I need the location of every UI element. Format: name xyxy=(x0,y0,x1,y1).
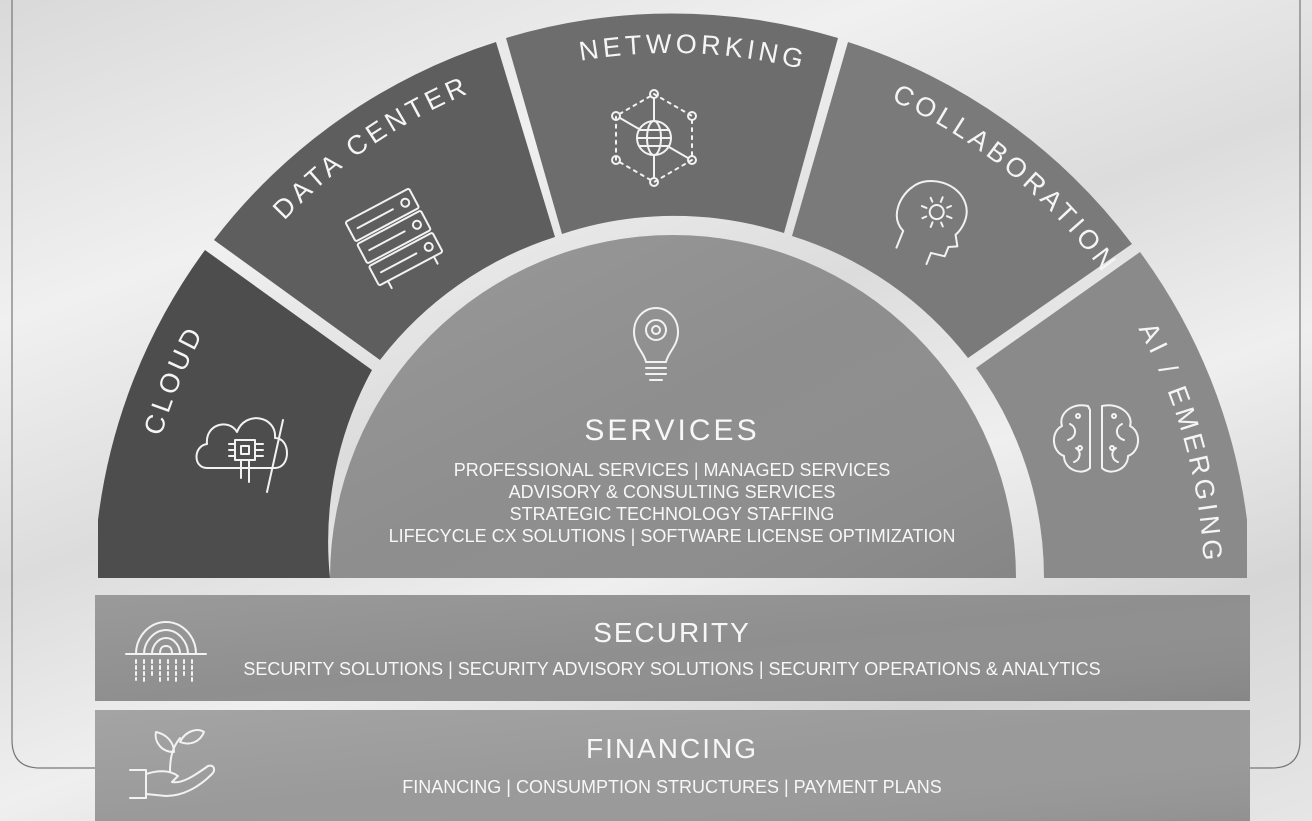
services-line-4: LIFECYCLE CX SOLUTIONS | SOFTWARE LICENS… xyxy=(389,526,956,546)
security-subtitle: SECURITY SOLUTIONS | SECURITY ADVISORY S… xyxy=(243,659,1100,679)
services-title: SERVICES xyxy=(584,414,759,447)
segment-collaboration[interactable] xyxy=(792,42,1132,358)
security-sheen xyxy=(95,595,1250,701)
hand-plant-icon xyxy=(129,729,216,799)
services-sheen xyxy=(330,235,1016,578)
segment-cloud[interactable] xyxy=(98,250,372,578)
cloud-chip-icon xyxy=(195,417,288,493)
frame-outline xyxy=(11,0,1301,769)
security-title: SECURITY xyxy=(593,617,751,648)
services-line-1: PROFESSIONAL SERVICES | MANAGED SERVICES xyxy=(454,460,890,480)
lightbulb-icon xyxy=(633,307,679,381)
financing-title: FINANCING xyxy=(586,733,758,764)
brain-circuit-icon xyxy=(1053,404,1139,473)
head-gear-icon xyxy=(895,179,968,266)
segment-networking[interactable] xyxy=(506,13,838,234)
services-line-2: ADVISORY & CONSULTING SERVICES xyxy=(509,482,836,502)
globe-network-icon xyxy=(611,89,697,187)
fingerprint-icon xyxy=(125,621,207,685)
financing-subtitle: FINANCING | CONSUMPTION STRUCTURES | PAY… xyxy=(402,777,941,797)
financing-sheen xyxy=(95,710,1250,821)
services-line-3: STRATEGIC TECHNOLOGY STAFFING xyxy=(510,504,835,524)
server-rack-icon xyxy=(345,188,443,290)
outer-segments xyxy=(98,13,1247,578)
